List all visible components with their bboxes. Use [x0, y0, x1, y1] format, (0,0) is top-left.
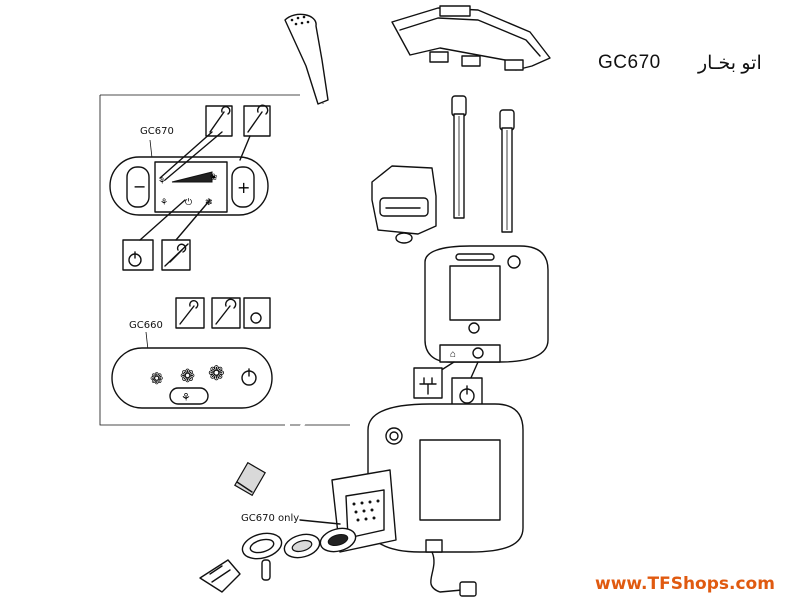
gc670-panel-label: GC670 — [140, 126, 174, 137]
gc670-steam-icons — [122, 104, 271, 271]
model-title: GC670 — [598, 52, 661, 73]
gc660-control-panel: ❁ ❁ ❁ ⚘ — [111, 297, 273, 409]
gc670-accessories — [199, 469, 397, 593]
svg-text:⚘: ⚘ — [158, 176, 166, 186]
svg-text:⏻: ⏻ — [185, 197, 192, 207]
svg-text:−: − — [133, 177, 146, 196]
svg-text:❀: ❀ — [210, 172, 218, 182]
svg-text:❁: ❁ — [208, 363, 225, 385]
svg-text:⚘: ⚘ — [160, 197, 168, 207]
plus-button — [231, 166, 255, 208]
svg-text:❁: ❁ — [180, 366, 195, 386]
telescopic-poles — [451, 95, 515, 233]
gc670-control-panel: − + ⚘ ❀ ⚘ ⏻ ❃ — [109, 139, 269, 216]
boiler-upper-housing: ⌂ — [424, 245, 549, 363]
plug-power-icons — [413, 361, 483, 411]
svg-text:❁: ❁ — [150, 371, 163, 388]
minus-button — [126, 166, 150, 208]
water-tank — [371, 165, 437, 244]
steam-hose — [234, 13, 347, 497]
svg-text:⌂: ⌂ — [450, 349, 456, 360]
website-watermark[interactable]: www.TFShops.com — [595, 574, 775, 594]
boiler-base — [367, 403, 524, 597]
garment-hanger — [391, 5, 551, 71]
gc660-panel-label: GC660 — [129, 320, 163, 331]
svg-text:+: + — [237, 178, 250, 197]
svg-text:⚘: ⚘ — [181, 392, 191, 404]
gc670-only-callout: GC670 only — [241, 513, 300, 524]
persian-title: اتو بخـار — [698, 53, 762, 74]
plug-icon — [413, 367, 443, 399]
gc660-mode-button — [169, 387, 209, 405]
control-panel-inset — [99, 94, 350, 426]
